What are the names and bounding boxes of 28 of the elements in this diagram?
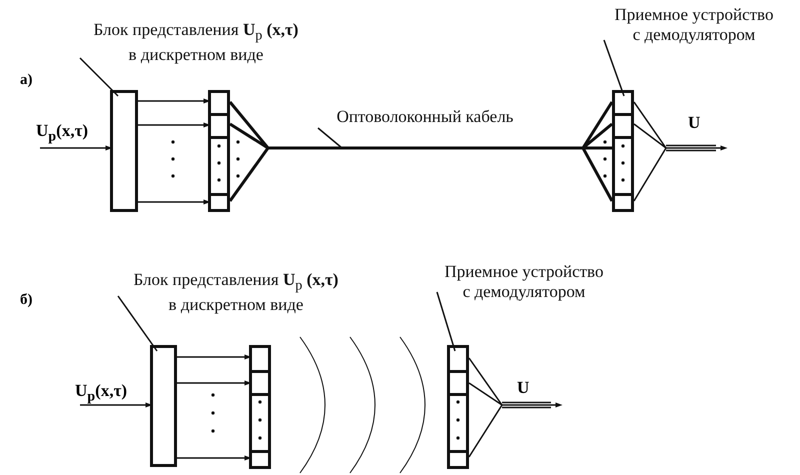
edge-label: U [517,378,530,398]
discretizer-block [110,90,138,212]
arrow [138,200,210,204]
discretizer-block [150,345,177,467]
arrow [138,98,210,104]
receiver-caption: Приемное устройство с демодулятором [610,5,778,45]
cable-caption: Оптоволоконный кабель [295,107,555,127]
arrow [633,101,728,202]
arrow [177,354,252,360]
receiver-caption: Приемное устройство с демодулятором [440,262,608,302]
caption-text: Блок представления U$_{p}$ (x,τ) в дискретном виде [90,20,302,66]
panel-label: б) [20,292,32,309]
panel-label: а) [20,72,32,89]
receiver-array [447,345,469,469]
edge-label: U$_{p}$(x,τ) [75,381,128,406]
edge-label: U [688,113,700,133]
edge-label: U$_{p}$(x,τ) [36,121,88,146]
arrow [138,122,210,128]
caption-text: Блок представления U$_{p}$ (x,τ) в дискретном виде [130,270,342,316]
arrow [40,146,112,150]
receiver-array [612,90,634,212]
emitter-array [249,345,271,469]
arrow [177,380,252,386]
optical-cable [228,100,614,202]
arrow [468,357,562,458]
arrow [177,456,252,460]
emitter-array [208,90,230,212]
arrow [80,402,152,408]
